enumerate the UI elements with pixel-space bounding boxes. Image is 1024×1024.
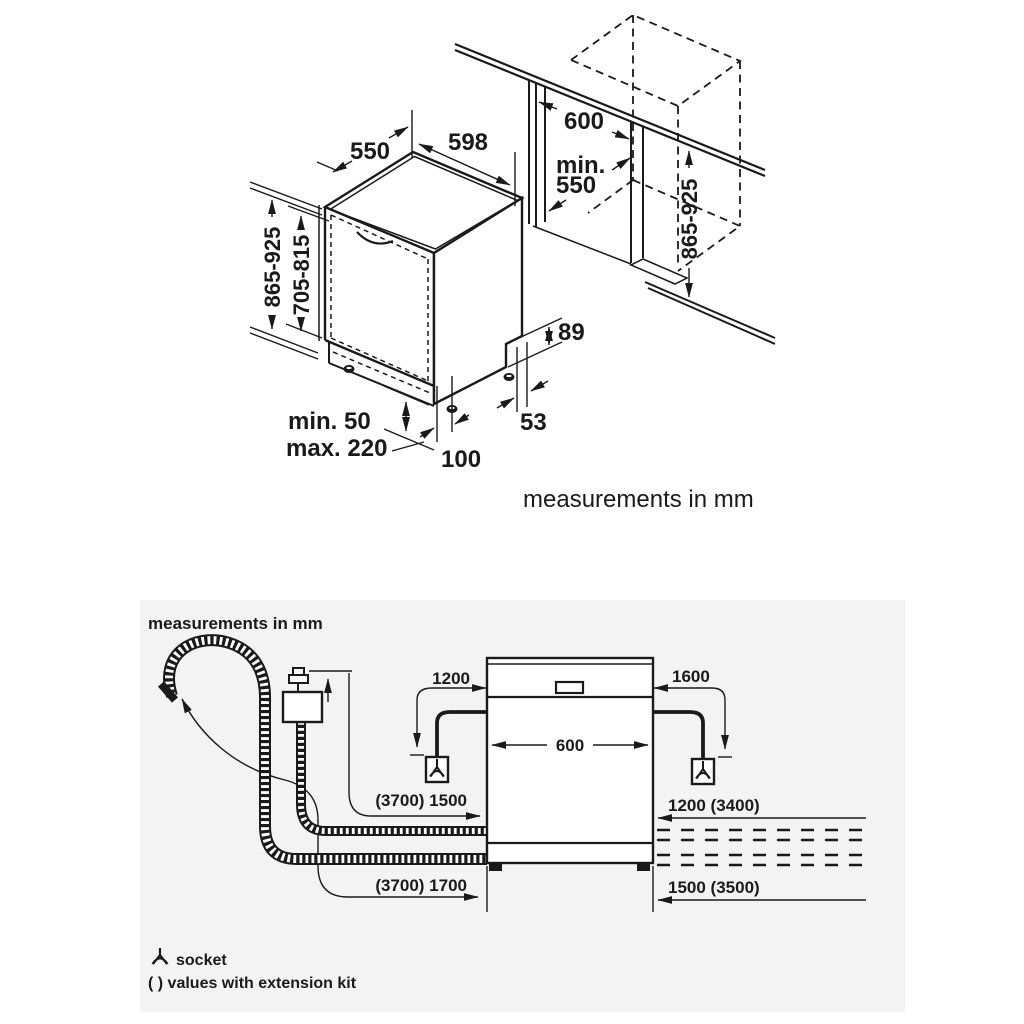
ext-53-lines (516, 342, 528, 412)
niche-floor-edge (532, 225, 632, 265)
front-foot-left (489, 863, 502, 871)
adjustable-feet (343, 365, 515, 413)
leader-feet (391, 441, 425, 452)
socket-left (424, 755, 450, 784)
dim-drain-hose-label: (3700) 1700 (375, 876, 467, 895)
aquastop-cap (292, 667, 305, 676)
ext-tick-550 (316, 161, 339, 172)
dishwasher-front-view: 600 (485, 656, 655, 871)
aquastop-valve-box (281, 690, 324, 724)
legend-socket-label: socket (176, 952, 227, 969)
dim-line-socket-left (413, 684, 487, 748)
depth-dimension: 550 (316, 110, 413, 173)
dim-line-598 (418, 143, 511, 186)
isometric-installation-view: 600 min. 550 865-925 (249, 13, 776, 513)
handle-recess (554, 680, 585, 695)
floor-edge-right (644, 281, 776, 345)
socket-left-icon (429, 759, 445, 778)
ext-feet-bottom (383, 428, 435, 451)
ext-89-top (507, 317, 563, 344)
dim-rear-height-label: 89 (558, 319, 585, 346)
drain-hose-corrugation (165, 636, 487, 863)
ext-line-door-bottom (285, 323, 323, 339)
socket-right (690, 757, 716, 786)
drain-hose-end-fitting (157, 681, 179, 703)
drain-hose (157, 634, 487, 865)
ext-89-bottom (507, 341, 563, 368)
ext-feet-top (383, 385, 430, 406)
dim-width-front-label: 600 (556, 736, 584, 755)
left-height-dimensions: 865-925 705-815 (249, 181, 330, 360)
dim-right-upper-label: 1200 (3400) (668, 796, 760, 815)
dim-door-height-label: 705-815 (289, 235, 314, 316)
dim-line-550-left (332, 160, 353, 173)
niche-left-panel (528, 80, 546, 227)
hose-dimensions: (3700) 1500 (3700) 1700 1200 1600 1200 (… (181, 667, 866, 912)
dim-niche-depth-label-2: 550 (556, 172, 596, 199)
dim-height-left-label: 865-925 (260, 227, 285, 308)
hose-installation-view: measurements in mm (3700) 1500 (3700) 17… (140, 600, 905, 1012)
front-foot-right (637, 863, 650, 871)
supply-hose (281, 667, 487, 836)
arrow-53-left (496, 397, 515, 409)
dim-line-socket-right (653, 684, 729, 750)
dim-width-label: 598 (448, 129, 488, 156)
dim-feet-max-label: max. 220 (286, 435, 387, 462)
legend-extension-label: ( ) values with extension kit (148, 975, 357, 992)
supply-hose-corrugation (298, 722, 487, 834)
ext-line-door-top (287, 205, 330, 222)
bottom-caption: measurements in mm (148, 614, 323, 633)
arrow-100-right (454, 413, 470, 425)
dashed-niche-cube (570, 13, 742, 272)
dim-depth-label: 550 (350, 138, 390, 165)
niche-floor-wedge (629, 258, 689, 285)
dim-plinth-recess-label: 100 (441, 446, 481, 473)
foot-rear-highlight (506, 374, 512, 378)
dishwasher-isometric (318, 150, 525, 413)
dim-line-niche-depth (548, 199, 567, 212)
dim-supply-hose-label: (3700) 1500 (375, 791, 467, 810)
aquastop-neck (288, 674, 309, 684)
dim-right-lower-label: 1500 (3500) (668, 878, 760, 897)
arrow-100-left (419, 427, 435, 439)
niche-right-panel (630, 122, 644, 263)
base-front (328, 342, 435, 407)
dim-niche-width-label: 600 (564, 108, 604, 135)
ext-100-lines (436, 376, 453, 442)
dim-line-niche-depth-2 (611, 157, 631, 171)
dashed-extension-hoses (657, 828, 862, 867)
plinth-recess-dimension: 100 (419, 376, 481, 473)
dim-line-550-right (388, 126, 409, 139)
countertop-edge (454, 42, 766, 178)
dim-niche-depth-label-1: min. (556, 152, 605, 179)
ext-line-floor-left (249, 326, 319, 360)
feet-adjustment-dimension: min. 50 max. 220 (286, 385, 435, 462)
dim-rear-offset-label: 53 (520, 409, 547, 436)
dim-socket-right-label: 1600 (672, 667, 710, 686)
width-dimension: 598 (418, 129, 516, 206)
ext-line-counter-left (249, 181, 323, 216)
legend: socket ( ) values with extension kit (148, 948, 357, 992)
dim-feet-min-label: min. 50 (288, 408, 371, 435)
socket-icon (151, 948, 169, 965)
dim-height-right-label: 865-925 (677, 179, 702, 260)
door-handle-curve (356, 231, 394, 245)
power-cord-left (435, 710, 487, 757)
rear-offset-dimension: 53 (496, 342, 549, 436)
arrow-53-right (530, 380, 549, 392)
socket-right-icon (695, 761, 711, 780)
foot-left-highlight (346, 366, 352, 370)
dim-line-niche-width-2 (611, 130, 630, 140)
power-cord-right (653, 710, 705, 759)
dishwasher-right-side-panel (432, 195, 524, 406)
dim-line-niche-width (538, 101, 558, 111)
top-caption: measurements in mm (523, 486, 754, 513)
dim-socket-left-label: 1200 (432, 669, 470, 688)
